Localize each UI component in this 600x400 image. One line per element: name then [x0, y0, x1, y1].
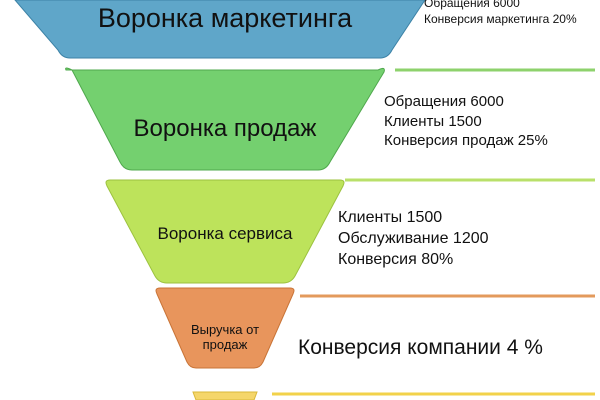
stage-info-marketing: Обращения 6000 Конверсия маркетинга 20%: [424, 0, 577, 27]
info-line: Конверсия 80%: [338, 250, 454, 268]
funnel-segment-marketing: [14, 0, 426, 59]
stage-title-revenue-line-1: Выручка от: [190, 322, 260, 337]
stage-info-revenue: Конверсия компании 4 %: [298, 334, 543, 361]
stage-title-sales: Воронка продаж: [133, 115, 317, 142]
stage-title-marketing: Воронка маркетинга: [97, 3, 353, 33]
info-line: Обращения 6000: [424, 0, 520, 10]
info-line: Клиенты 1500: [384, 112, 482, 130]
funnel-segment-sales: [65, 67, 385, 171]
stage-title-revenue: Выручка от продаж: [165, 322, 285, 353]
info-line: Конверсия компании 4 %: [298, 336, 543, 359]
funnel-segment-service: [105, 179, 345, 284]
stage-title-service: Воронка сервиса: [157, 224, 293, 243]
funnel-segment-bottom: [192, 391, 258, 400]
info-line: Клиенты 1500: [338, 209, 443, 226]
stage-info-service: Клиенты 1500 Обслуживание 1200 Конверсия…: [338, 208, 489, 270]
info-line: Обращения 6000: [384, 93, 504, 110]
info-line: Конверсия маркетинга 20%: [424, 11, 577, 26]
funnel-segment-revenue: [155, 287, 295, 369]
info-line: Конверсия продаж 25%: [384, 132, 548, 149]
stage-info-sales: Обращения 6000 Клиенты 1500 Конверсия пр…: [384, 92, 548, 151]
info-line: Обслуживание 1200: [338, 229, 489, 247]
stage-title-revenue-line-2: продаж: [202, 336, 248, 352]
